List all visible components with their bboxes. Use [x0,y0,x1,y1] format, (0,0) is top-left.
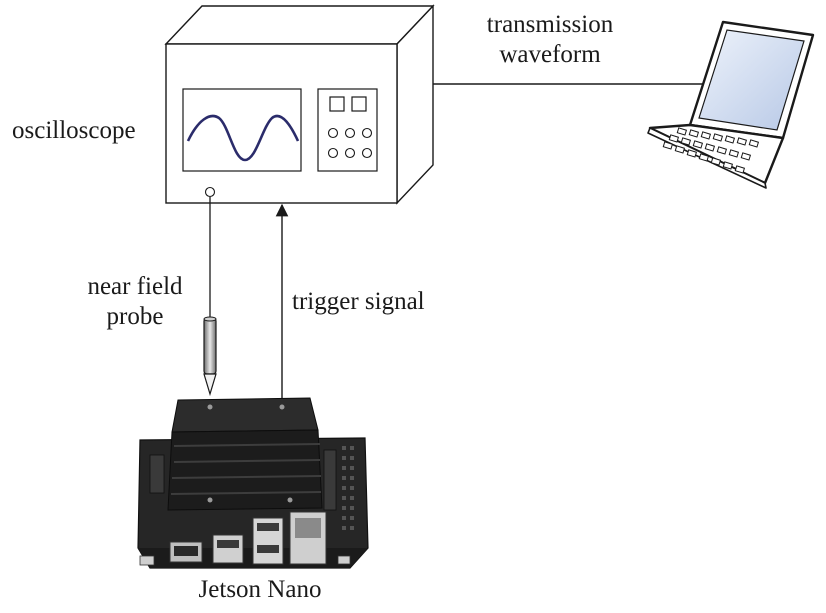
jetson-nano-label: Jetson Nano [198,576,322,603]
jetson-nano-board-icon [137,397,369,569]
oscilloscope-icon [164,4,435,205]
probe-label-line2: probe [106,303,164,330]
near-field-probe-label: near field probe [70,272,200,332]
near-field-probe-icon [203,197,217,397]
probe-input-jack [204,186,216,198]
trigger-signal-label: trigger signal [292,288,425,315]
laptop-icon [647,20,815,189]
transmission-label-line1: transmission [486,11,614,38]
waveform-trace [186,114,300,162]
transmission-waveform-label: transmission waveform [470,10,630,70]
transmission-label-line2: waveform [499,41,601,68]
probe-label-line1: near field [87,273,183,300]
oscilloscope-label: oscilloscope [12,117,136,144]
oscilloscope-screen [182,88,302,172]
